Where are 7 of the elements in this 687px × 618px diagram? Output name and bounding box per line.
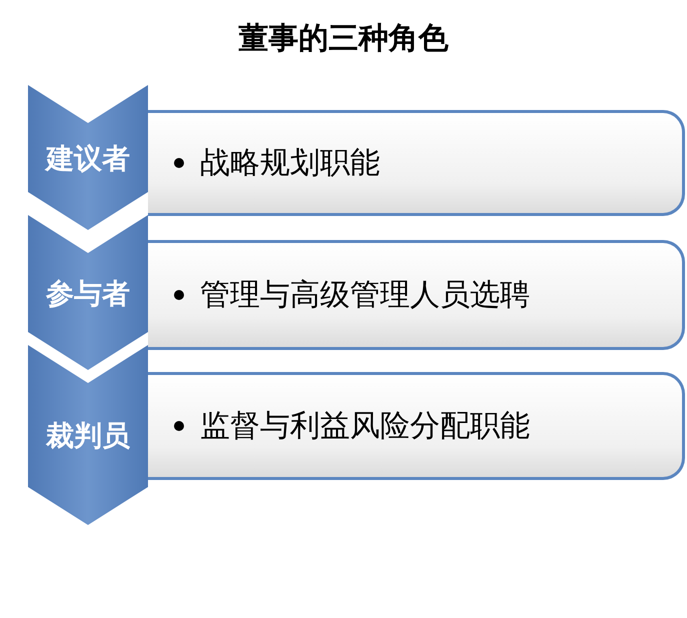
role-label: 参与者 <box>44 276 131 312</box>
function-text: 管理与高级管理人员选聘 <box>200 276 530 314</box>
function-text: 战略规划职能 <box>200 144 380 182</box>
function-text: 监督与利益风险分配职能 <box>200 408 530 446</box>
role-label: 裁判员 <box>44 418 131 454</box>
diagram-title: 董事的三种角色 <box>238 20 450 58</box>
role-label: 建议者 <box>44 140 131 176</box>
